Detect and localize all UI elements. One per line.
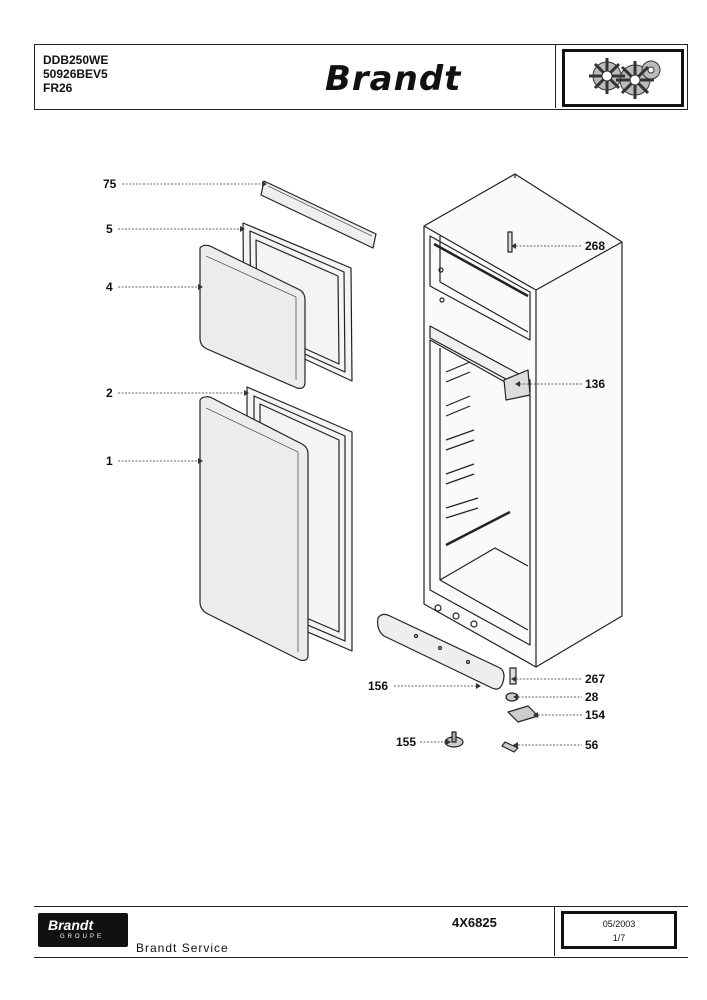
- callout-156: 156: [368, 679, 388, 693]
- part-4-freezer-door: [199, 244, 306, 389]
- callout-268: 268: [585, 239, 605, 253]
- callout-4: 4: [106, 280, 113, 294]
- model-code-line: 50926BEV5: [43, 67, 108, 81]
- part-267-pin: [509, 667, 517, 685]
- gears-logo-box: [555, 45, 688, 108]
- badge-brand: Brandt: [48, 917, 94, 933]
- callout-28: 28: [585, 690, 599, 704]
- brandt-groupe-logo: Brandt GROUPE: [38, 913, 128, 947]
- part-75-hinge-cover: [260, 180, 377, 249]
- gears-icon: [589, 58, 661, 99]
- callout-136: 136: [585, 377, 605, 391]
- refrigerator-cabinet: [423, 173, 623, 668]
- callout-2: 2: [106, 386, 113, 400]
- document-reference: 4X6825: [452, 915, 497, 930]
- callout-56: 56: [585, 738, 599, 752]
- meta-box: 05/2003 1/7: [554, 907, 687, 956]
- document-date: 05/2003: [602, 919, 636, 929]
- model-code-line: FR26: [43, 81, 73, 95]
- model-code-line: DDB250WE: [43, 53, 109, 67]
- part-1-fridge-door: [199, 396, 309, 662]
- title-block: DDB250WE 50926BEV5 FR26 Brandt: [34, 44, 688, 110]
- badge-sub: GROUPE: [60, 934, 105, 940]
- model-codes: DDB250WE 50926BEV5 FR26: [43, 53, 108, 95]
- callout-154: 154: [585, 708, 605, 722]
- part-268-pin: [507, 231, 513, 253]
- footer-block: Brandt GROUPE Brandt Service 4X6825 05/2…: [34, 906, 688, 958]
- callout-75: 75: [103, 177, 117, 191]
- callout-1: 1: [106, 454, 113, 468]
- part-154-bottom-hinge: [507, 705, 539, 723]
- part-155-adjustable-foot: [444, 731, 464, 748]
- service-label: Brandt Service: [136, 941, 229, 955]
- page-number: 1/7: [612, 933, 626, 943]
- part-56-screw: [501, 741, 519, 753]
- callout-155: 155: [396, 735, 416, 749]
- part-156-kick-plate: [377, 613, 505, 690]
- callout-267: 267: [585, 672, 605, 686]
- brand-logo: Brandt: [325, 59, 462, 99]
- callout-5: 5: [106, 222, 113, 236]
